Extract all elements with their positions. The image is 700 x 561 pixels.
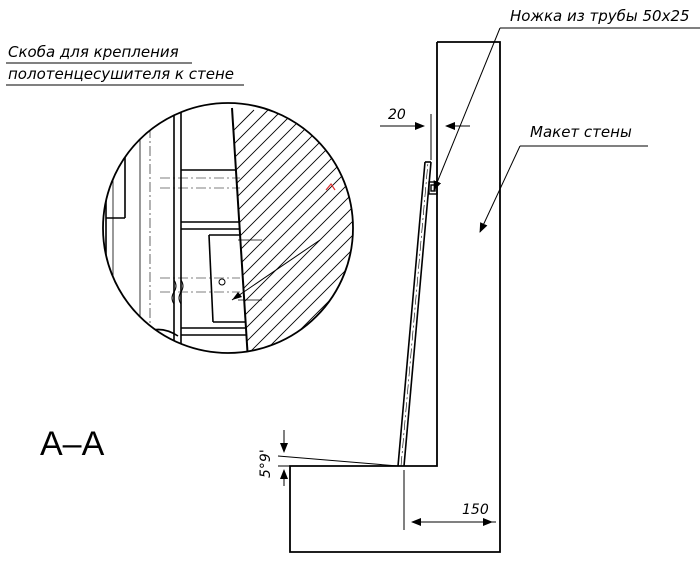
wall-label: Макет стены [530, 123, 632, 141]
bracket-label-line1: Скоба для крепления [8, 43, 179, 61]
angle-dimension: 5°9' [258, 430, 399, 486]
dimension-150-label: 150 [462, 502, 489, 518]
dimension-150: 150 [403, 470, 496, 530]
wall-leader: Макет стены [479, 123, 648, 233]
bracket-label-line2: полотенцесушителя к стене [8, 65, 234, 83]
wall-hatching [232, 109, 353, 353]
bracket-plates [160, 169, 262, 336]
angle-label: 5°9' [258, 449, 274, 478]
dimension-20-label: 20 [388, 107, 406, 123]
dimension-20: 20 [380, 107, 470, 160]
tilted-dryer [397, 161, 432, 467]
leg-tube [428, 181, 438, 195]
leg-label: Ножка из трубы 50х25 [510, 7, 690, 25]
wall-surface-edge [231, 107, 249, 353]
red-mark [325, 182, 336, 191]
section-title: А–А [40, 425, 105, 463]
dryer-pipe [105, 110, 182, 350]
detail-circle [102, 102, 354, 354]
bracket-label: Скоба для крепления полотенцесушителя к … [6, 43, 244, 86]
wall-mockup [289, 41, 501, 553]
leg-leader: Ножка из трубы 50х25 [433, 7, 700, 191]
detail-view-bracket [102, 102, 354, 354]
